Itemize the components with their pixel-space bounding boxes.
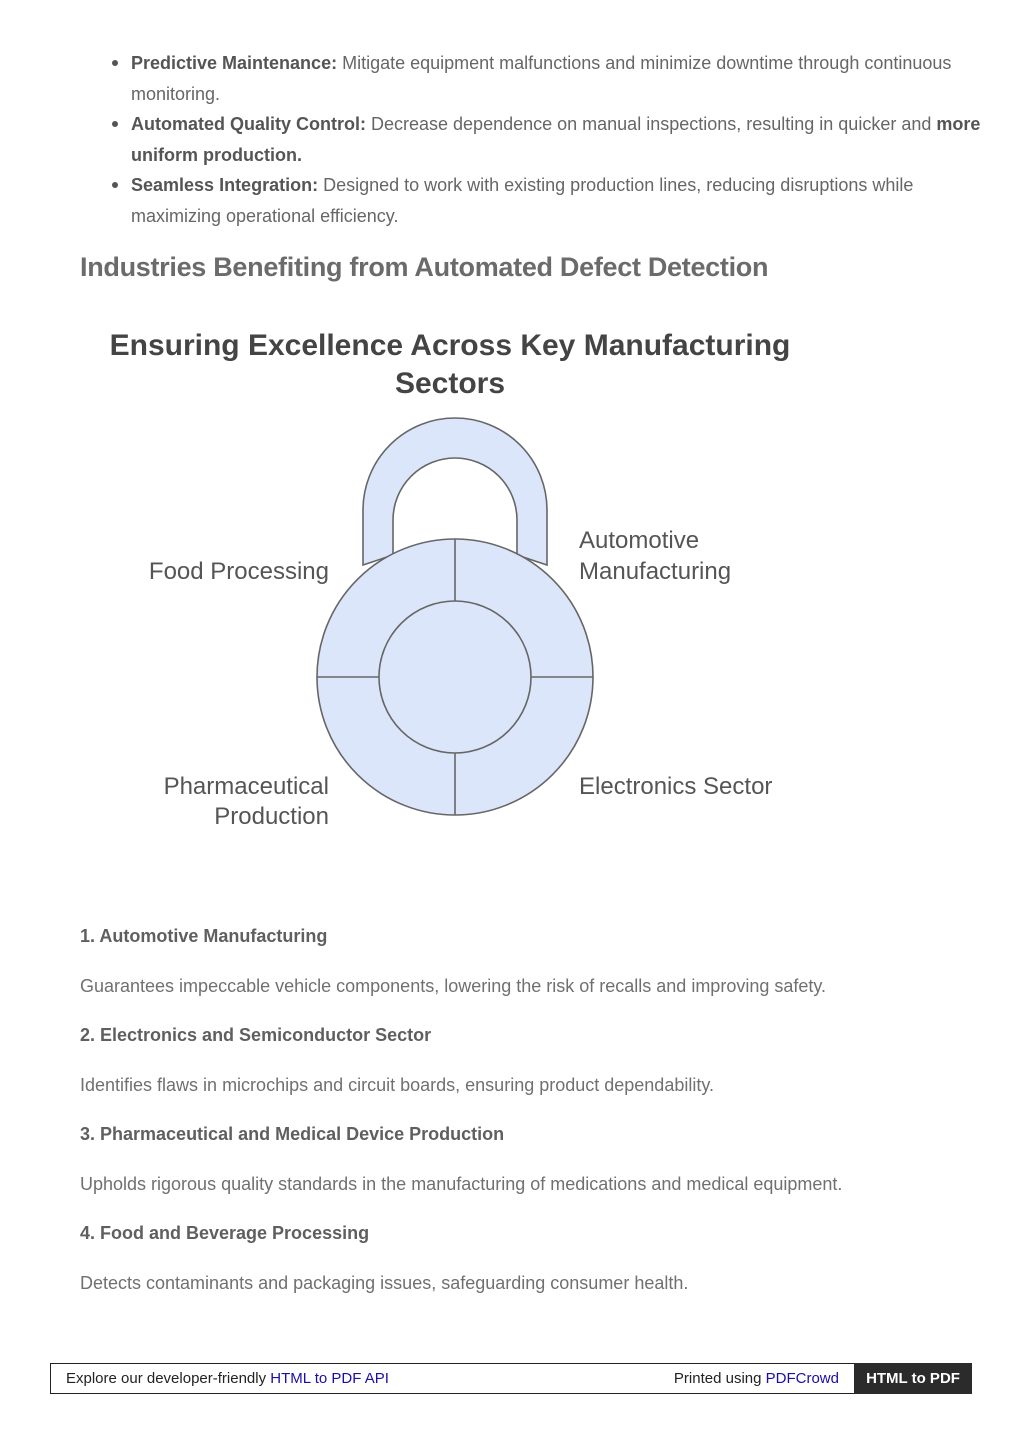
footer-promo: Explore our developer-friendly HTML to P… [66,1364,389,1394]
diagram-title-line1: Ensuring Excellence Across Key Manufactu… [110,329,791,362]
footer-printed-text: Printed using [673,1370,766,1387]
industry-title: 1. Automotive Manufacturing [80,926,328,946]
benefit-label: Seamless Integration: [131,175,319,195]
label-automotive-line2: Manufacturing [579,558,731,585]
benefit-item: Seamless Integration: Designed to work w… [112,170,991,231]
benefit-item: Predictive Maintenance: Mitigate equipme… [112,48,991,109]
benefit-label: Automated Quality Control: [131,114,366,134]
benefit-text: Decrease dependence on manual inspection… [366,114,937,134]
benefit-text: Designed to work with existing productio… [131,175,914,226]
label-pharmaceutical-line2: Production [214,803,329,830]
label-automotive-line1: Automotive [579,527,699,554]
industry-description: Upholds rigorous quality standards in th… [80,1174,843,1194]
padlock-shackle [362,417,548,567]
benefit-text: Mitigate equipment malfunctions and mini… [131,53,952,104]
padlock-diagram-svg: Ensuring Excellence Across Key Manufactu… [110,329,791,830]
pdf-footer-bar: Explore our developer-friendly HTML to P… [50,1363,972,1394]
label-pharmaceutical-line1: Pharmaceutical [164,773,329,800]
benefit-emphasis: more uniform production. [131,114,981,165]
industry-description: Identifies flaws in microchips and circu… [80,1075,714,1095]
padlock-center [378,600,532,754]
benefit-label: Predictive Maintenance: [131,53,338,73]
label-electronics: Electronics Sector [579,773,772,800]
industry-description: Guarantees impeccable vehicle components… [80,976,827,996]
industry-title: 2. Electronics and Semiconductor Sector [80,1025,432,1045]
benefit-item: Automated Quality Control: Decrease depe… [112,109,991,170]
label-food-processing: Food Processing [149,558,329,585]
benefits-list: Predictive Maintenance: Mitigate equipme… [80,48,991,231]
html-to-pdf-button[interactable]: HTML to PDF [854,1363,972,1394]
diagram-title-line2: Sectors [395,367,505,400]
industry-list: 1. Automotive Manufacturing Guarantees i… [80,920,960,1316]
footer-printed-by: Printed using PDFCrowd [674,1364,839,1394]
section-heading: Industries Benefiting from Automated Def… [80,252,769,282]
industry-description: Detects contaminants and packaging issue… [80,1273,689,1293]
industry-title: 4. Food and Beverage Processing [80,1223,370,1243]
industry-title: 3. Pharmaceutical and Medical Device Pro… [80,1124,505,1144]
footer-promo-text: Explore our developer-friendly [66,1370,271,1387]
padlock-diagram: Ensuring Excellence Across Key Manufactu… [80,310,840,870]
html-to-pdf-api-link[interactable]: HTML to PDF API [270,1370,389,1387]
pdfcrowd-link[interactable]: PDFCrowd [765,1370,839,1387]
